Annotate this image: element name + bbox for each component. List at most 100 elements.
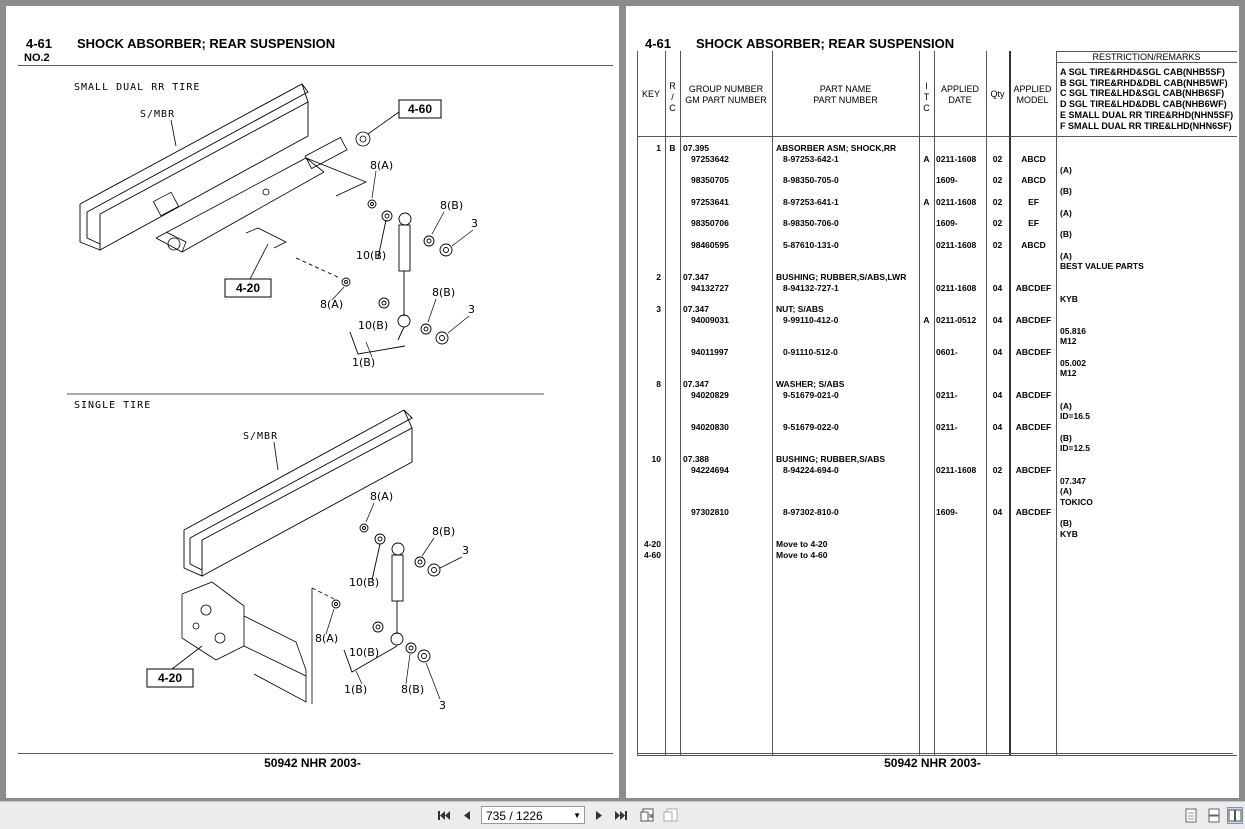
cell-pn: 9-51679-022-0: [783, 421, 839, 432]
col-rc: R / C: [669, 81, 676, 113]
leaf-spring-top: [152, 131, 371, 253]
cell-name: Move to 4-60: [776, 549, 828, 560]
svg-text:8(A): 8(A): [320, 298, 343, 311]
single-page-icon[interactable]: [1183, 807, 1199, 824]
dropdown-arrow-icon: ▼: [573, 811, 581, 820]
cell-remark: 05.816: [1060, 325, 1086, 336]
restriction-item: B SGL TIRE&RHD&DBL CAB(NHB5WF): [1060, 77, 1228, 88]
cell-name: Move to 4-20: [776, 539, 828, 549]
cell-remark: ID=16.5: [1060, 411, 1091, 422]
cell-rc: B: [669, 143, 676, 153]
cell-remark: (A): [1060, 400, 1072, 411]
cell-name: WASHER; S/ABS: [776, 378, 845, 389]
callout-4-20-top: 4-20: [236, 281, 260, 295]
cell-pn: 9-99110-412-0: [783, 314, 839, 325]
cell-name: ABSORBER ASM; SHOCK,RR: [776, 143, 897, 153]
cell-date: 0211-1608: [936, 196, 977, 207]
cell-remark: 07.347: [1060, 475, 1086, 486]
col-applied-date: APPLIED DATE: [940, 84, 980, 105]
cell-itc: A: [923, 153, 930, 164]
svg-text:8(A): 8(A): [370, 490, 393, 503]
cell-gm: 94009031: [691, 314, 729, 325]
sub-label: NO.2: [24, 52, 50, 64]
cell-pn: 8-98350-705-0: [783, 175, 839, 186]
svg-text:3: 3: [471, 217, 478, 230]
cell-gm: 97253642: [691, 153, 729, 164]
cell-model: ABCD: [1021, 175, 1046, 186]
page-indicator: 735 / 1226: [486, 809, 543, 823]
col-remarks: RESTRICTION/REMARKS: [1092, 52, 1201, 62]
cell-gm: 94132727: [691, 282, 729, 293]
svg-text:10(B): 10(B): [358, 319, 388, 332]
cell-model: ABCDEF: [1015, 389, 1052, 400]
cell-gm: 98460595: [691, 239, 729, 250]
cell-qty: 04: [992, 346, 1003, 357]
frame-channel-top: [79, 83, 309, 251]
first-page-icon[interactable]: [436, 807, 452, 824]
header-rule: [18, 65, 613, 66]
page-footer-right: 50942 NHR 2003-: [884, 756, 981, 770]
cell-name: BUSHING; RUBBER,S/ABS,LWR: [776, 271, 907, 282]
frame-label-top: S/MBR: [140, 109, 175, 120]
svg-text:8(B): 8(B): [432, 525, 455, 538]
cell-model: ABCDEF: [1015, 464, 1052, 475]
restriction-item: F SMALL DUAL RR TIRE&LHD(NHN6SF): [1060, 120, 1232, 131]
cell-key: 1: [656, 143, 661, 153]
section-title: SHOCK ABSORBER; REAR SUSPENSION: [77, 36, 336, 51]
cell-date: 0211-0512: [936, 314, 977, 325]
cell-model: ABCDEF: [1015, 314, 1052, 325]
col-part-name: PART NAME PART NUMBER: [813, 84, 878, 105]
cell-model: ABCDEF: [1015, 282, 1052, 293]
left-page: 4-61 SHOCK ABSORBER; REAR SUSPENSION NO.…: [6, 6, 619, 798]
svg-text:10(B): 10(B): [349, 646, 379, 659]
cell-pn: 9-51679-021-0: [783, 389, 839, 400]
cell-remark: (B): [1060, 518, 1072, 528]
cell-group: 07.395: [683, 143, 709, 153]
restriction-item: A SGL TIRE&RHD&SGL CAB(NHB5SF): [1060, 67, 1225, 77]
cell-remark: (A): [1060, 164, 1072, 175]
cell-name: BUSHING; RUBBER,S/ABS: [776, 453, 886, 464]
cell-itc: A: [923, 314, 930, 325]
svg-text:10(B): 10(B): [356, 249, 386, 262]
svg-text:3: 3: [439, 699, 446, 712]
cell-remark: ID=12.5: [1060, 443, 1091, 454]
cell-qty: 02: [992, 153, 1003, 164]
cell-model: EF: [1028, 196, 1039, 207]
cell-remark: BEST VALUE PARTS: [1060, 261, 1144, 272]
shock-absorber-bottom: [331, 523, 441, 673]
cell-key: 4-60: [643, 549, 661, 560]
continuous-page-icon[interactable]: [1206, 807, 1222, 824]
cell-qty: 04: [992, 282, 1003, 293]
cell-key: 2: [656, 271, 661, 282]
next-page-icon[interactable]: [591, 807, 607, 824]
col-itc: I T C: [923, 81, 930, 113]
cell-key: 8: [656, 378, 661, 389]
two-page-icon[interactable]: [1227, 807, 1243, 824]
col-group-number: GROUP NUMBER GM PART NUMBER: [685, 84, 767, 105]
svg-text:8(A): 8(A): [370, 159, 393, 172]
caption-small-dual: SMALL DUAL RR TIRE: [74, 82, 200, 93]
last-page-icon[interactable]: [613, 807, 629, 824]
cell-remark: (B): [1060, 229, 1072, 240]
cell-remark: KYB: [1060, 293, 1078, 304]
col-qty: Qty: [990, 89, 1005, 99]
cell-qty: 02: [992, 175, 1003, 186]
right-page: 4-61 SHOCK ABSORBER; REAR SUSPENSION KEY…: [626, 6, 1239, 798]
cell-model: ABCDEF: [1015, 421, 1052, 432]
cell-gm: 98350705: [691, 175, 729, 186]
cell-pn: 8-97253-642-1: [783, 153, 839, 164]
cell-remark: M12: [1060, 368, 1077, 379]
frame-label-bottom: S/MBR: [243, 431, 278, 442]
cell-qty: 04: [992, 421, 1003, 432]
fit-width-icon[interactable]: [662, 807, 678, 824]
svg-text:1(B): 1(B): [344, 683, 367, 696]
fit-page-icon[interactable]: [639, 807, 655, 824]
page-select[interactable]: 735 / 1226 ▼: [481, 806, 585, 824]
svg-text:8(B): 8(B): [401, 683, 424, 696]
cell-qty: 02: [992, 196, 1003, 207]
cell-remark: (A): [1060, 486, 1072, 496]
cell-pn: 8-98350-706-0: [783, 218, 839, 229]
prev-page-icon[interactable]: [459, 807, 475, 824]
cell-pn: 0-91110-512-0: [783, 346, 838, 357]
cell-remark: (B): [1060, 432, 1072, 443]
